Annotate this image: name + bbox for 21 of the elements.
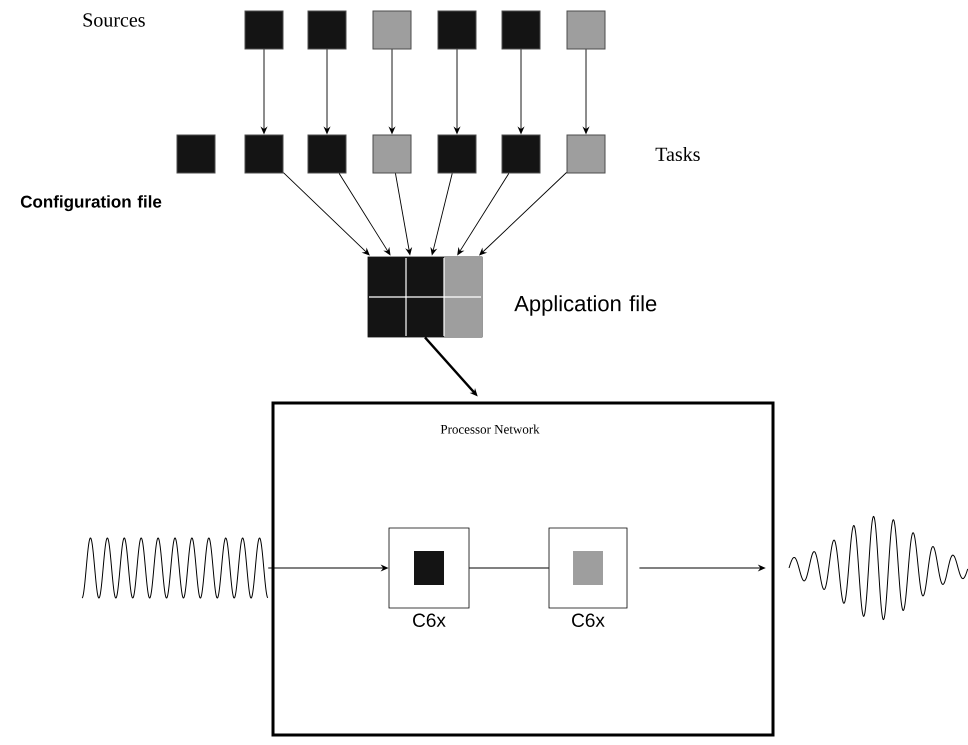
file-label: Configuration file <box>20 195 162 212</box>
row-label: Tasks <box>656 146 700 162</box>
processor-label: C6x <box>413 614 446 627</box>
task-square <box>566 10 606 50</box>
task-square <box>438 134 476 174</box>
waveform-drawing <box>788 516 968 620</box>
task-square <box>244 134 284 174</box>
row-label: Sources <box>84 13 145 27</box>
waveform-drawing <box>82 538 268 598</box>
box-title: Processor Network <box>440 424 540 434</box>
processor-label: C6x <box>572 614 605 627</box>
task-square <box>502 10 540 50</box>
file-label: Application file <box>514 295 656 316</box>
task-square <box>308 10 346 50</box>
task-square <box>308 134 346 174</box>
task-square <box>244 10 284 50</box>
task-square <box>438 10 476 50</box>
task-square <box>566 134 606 174</box>
task-square <box>372 134 412 174</box>
task-square <box>372 10 412 50</box>
task-square <box>502 134 540 174</box>
